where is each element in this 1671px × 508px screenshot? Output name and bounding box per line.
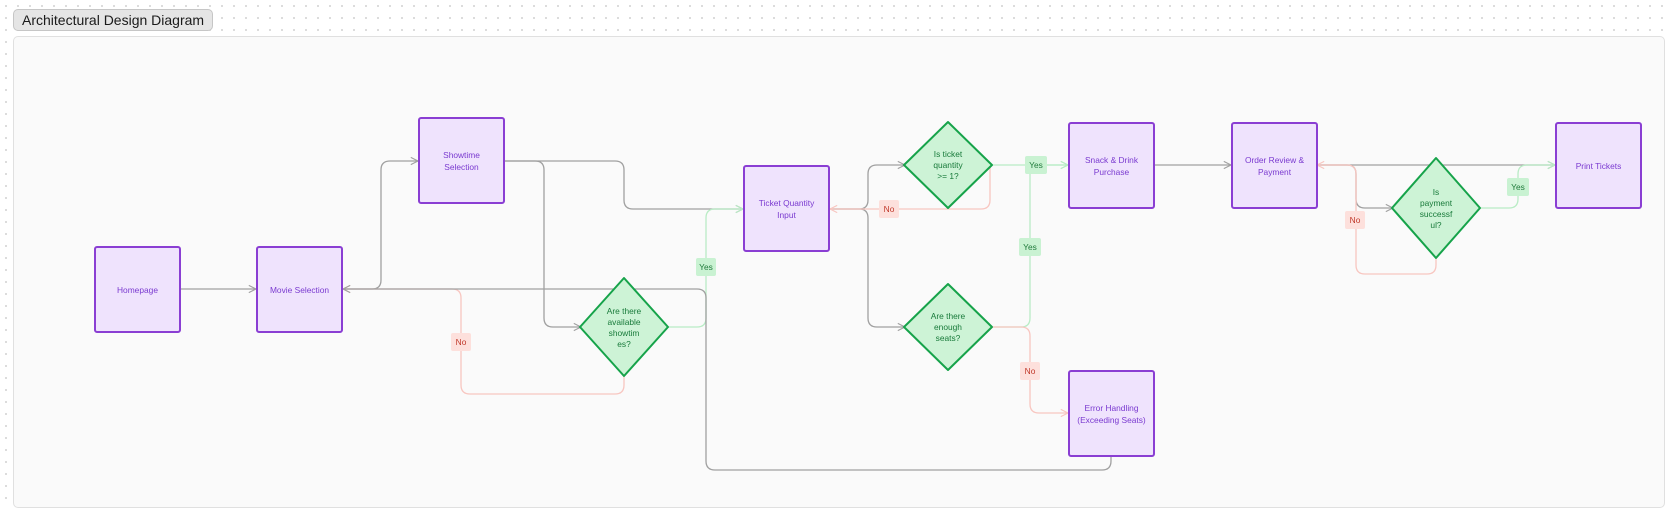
svg-text:Is: Is <box>1433 187 1440 197</box>
label-no-payment: No <box>1345 211 1365 229</box>
svg-text:Payment: Payment <box>1258 167 1292 177</box>
svg-text:Error Handling: Error Handling <box>1085 403 1139 413</box>
node-homepage[interactable]: Homepage <box>94 246 181 333</box>
node-ticket-quantity-input[interactable]: Ticket Quantity Input <box>743 165 830 252</box>
decision-payment-successful[interactable]: Is payment successf ul? <box>1391 157 1481 259</box>
edge-available-no-to-movie <box>343 289 625 395</box>
edge-movie-to-showtime <box>343 161 418 290</box>
svg-text:Movie Selection: Movie Selection <box>270 285 329 295</box>
svg-text:Are there: Are there <box>607 306 642 316</box>
node-showtime-selection[interactable]: Showtime Selection <box>418 117 505 204</box>
decision-ticket-quantity[interactable]: Is ticket quantity >= 1? <box>903 121 993 209</box>
edge-payment-no-to-order-review <box>1317 165 1437 275</box>
node-order-review-payment[interactable]: Order Review & Payment <box>1231 122 1318 209</box>
decision-enough-seats[interactable]: Are there enough seats? <box>903 283 993 371</box>
edge-showtime-to-ticket-input <box>505 160 743 209</box>
node-snack-drink-purchase[interactable]: Snack & Drink Purchase <box>1068 122 1155 209</box>
svg-text:No: No <box>1350 215 1361 225</box>
label-no-quantity: No <box>879 200 899 218</box>
svg-text:enough: enough <box>934 322 962 332</box>
node-movie-selection[interactable]: Movie Selection <box>256 246 343 333</box>
svg-text:successf: successf <box>1420 209 1453 219</box>
svg-text:Input: Input <box>777 210 796 220</box>
svg-text:No: No <box>456 337 467 347</box>
svg-text:Yes: Yes <box>1511 182 1525 192</box>
decision-available-showtimes[interactable]: Are there available showtim es? <box>579 277 669 377</box>
edge-quantity-no-to-ticket-input <box>830 165 991 209</box>
svg-text:>= 1?: >= 1? <box>937 171 959 181</box>
flowchart-canvas: Yes No No Yes Yes No No Yes Homepage Mov… <box>94 117 1642 471</box>
svg-text:(Exceeding Seats): (Exceeding Seats) <box>1077 415 1146 425</box>
edge-order-review-to-payment-decision <box>1317 164 1393 208</box>
label-no-seats: No <box>1020 362 1040 380</box>
svg-text:Ticket Quantity: Ticket Quantity <box>759 198 815 208</box>
svg-text:Showtime: Showtime <box>443 150 480 160</box>
svg-text:quantity: quantity <box>933 160 963 170</box>
node-print-tickets[interactable]: Print Tickets <box>1555 122 1642 209</box>
svg-text:Snack & Drink: Snack & Drink <box>1085 155 1139 165</box>
svg-text:showtim: showtim <box>609 328 640 338</box>
label-yes-quantity: Yes <box>1025 156 1047 174</box>
svg-text:Yes: Yes <box>1029 160 1043 170</box>
svg-text:payment: payment <box>1420 198 1453 208</box>
label-no-available: No <box>451 333 471 351</box>
svg-text:Selection: Selection <box>444 162 479 172</box>
svg-text:Purchase: Purchase <box>1094 167 1130 177</box>
edge-showtime-to-available-decision <box>505 160 581 327</box>
svg-text:es?: es? <box>617 339 631 349</box>
diagram-title[interactable]: Architectural Design Diagram <box>13 9 214 31</box>
svg-text:No: No <box>884 204 895 214</box>
svg-text:Are there: Are there <box>931 311 966 321</box>
node-error-handling[interactable]: Error Handling (Exceeding Seats) <box>1068 370 1155 457</box>
label-yes-payment: Yes <box>1507 178 1529 196</box>
label-yes-available: Yes <box>696 258 716 276</box>
svg-text:Is ticket: Is ticket <box>934 149 963 159</box>
svg-text:Print Tickets: Print Tickets <box>1576 161 1622 171</box>
svg-text:Yes: Yes <box>699 262 713 272</box>
svg-text:Yes: Yes <box>1023 242 1037 252</box>
svg-text:Homepage: Homepage <box>117 285 158 295</box>
label-yes-seats: Yes <box>1019 238 1041 256</box>
svg-text:ul?: ul? <box>1430 220 1442 230</box>
svg-text:available: available <box>607 317 640 327</box>
svg-text:Order Review &: Order Review & <box>1245 155 1305 165</box>
edge-ticket-input-to-seats-decision <box>830 208 905 327</box>
svg-text:No: No <box>1025 366 1036 376</box>
svg-text:seats?: seats? <box>936 333 961 343</box>
edge-error-to-movie <box>343 289 1112 471</box>
